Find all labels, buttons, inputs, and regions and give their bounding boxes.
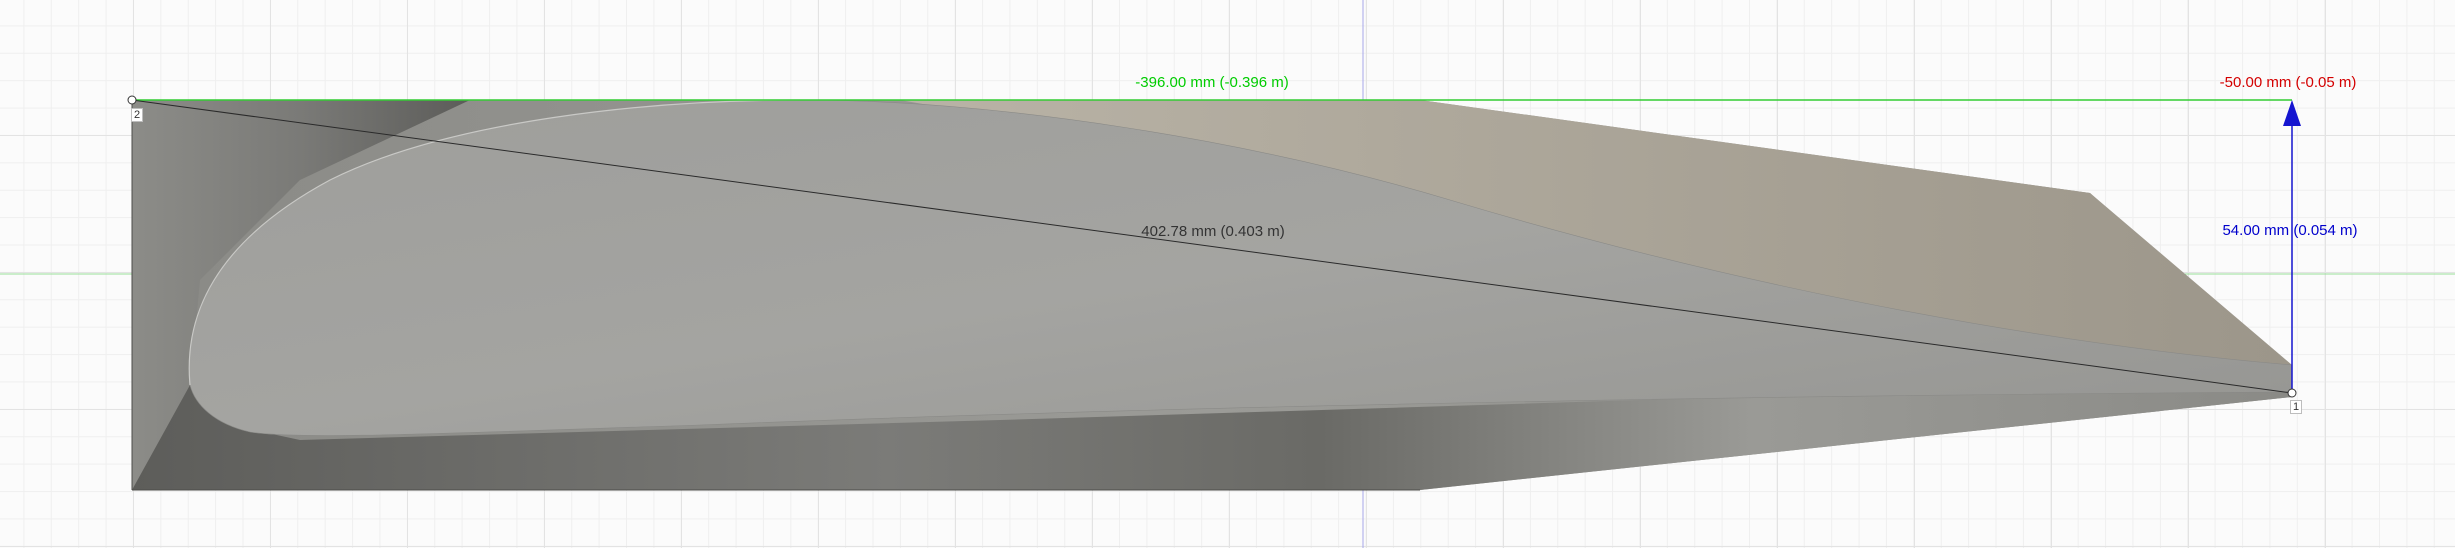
model-top-face [900,100,2292,378]
model-left-wall [132,100,470,490]
distance-label: 402.78 mm (0.403 m) [1141,223,1285,240]
wing-model[interactable] [131,99,2293,491]
delta-x-label: -396.00 mm (-0.396 m) [1135,74,1289,91]
delta-y-arrowhead [2283,100,2301,126]
distance-line [131,99,2293,394]
measure-point-1-marker[interactable] [2287,388,2297,398]
point-tag-1: 1 [2290,400,2303,414]
point-tag-2: 2 [131,108,144,122]
measure-overlay [127,95,2301,398]
measure-point-2-marker[interactable] [127,95,137,105]
delta-y-label: 54.00 mm (0.054 m) [2222,222,2358,239]
model-lower-face [132,385,2292,490]
airfoil-edge [188,99,801,386]
delta-z-label: -50.00 mm (-0.05 m) [2219,74,2357,91]
